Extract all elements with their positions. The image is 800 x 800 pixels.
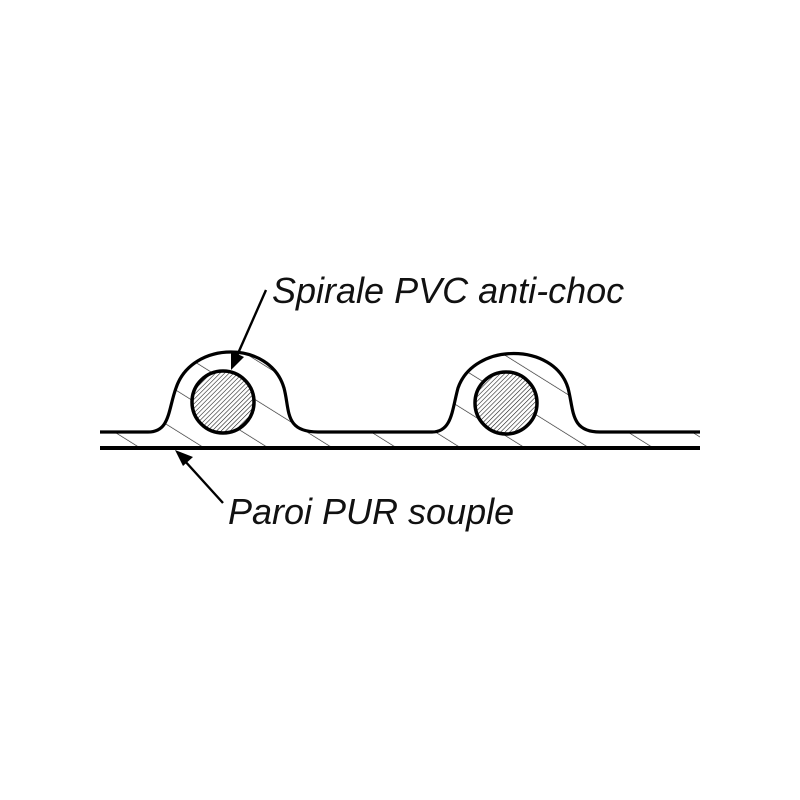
spiral-label: Spirale PVC anti-choc	[272, 270, 625, 311]
spiral-section-right	[473, 370, 539, 436]
wall-pointer-arrow-icon	[175, 450, 224, 504]
spiral-section-left	[190, 369, 256, 435]
wall-label: Paroi PUR souple	[228, 491, 515, 532]
wall-outer-profile	[100, 350, 700, 434]
spiral-pointer-arrow-icon	[231, 289, 268, 370]
hose-wall	[100, 350, 700, 450]
